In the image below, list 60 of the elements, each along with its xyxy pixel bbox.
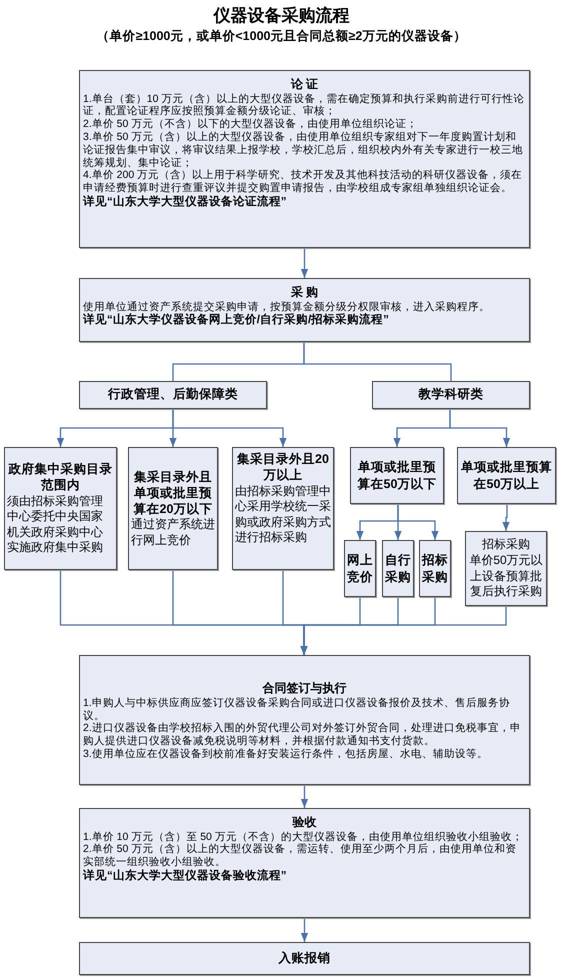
box-text: 2.单价 50 万元（不含）以下的大型仪器设备，由使用单位组织论证； — [83, 118, 418, 131]
option-box — [419, 540, 451, 597]
box-text: 3.使用单位应在仪器设备到校前准备好安装运行条件，包括房屋、水电、辅助设等。 — [83, 748, 489, 761]
box-text: 3.单价 50 万元（含）以上的大型仪器设备，由使用单位组织专家组对下一年度购置计划和论证报告集中审议，将审议结果上报学校，学校汇总后，组织校内外有关专家进行一校三地统筹规划、集中论证； — [83, 131, 524, 169]
box-text: 由招标采购管理中心采用学校统一采购或政府采购方式进行招标采购 — [235, 484, 331, 546]
box-heading: 政府集中采购目录范围内 — [7, 461, 114, 494]
process-box — [79, 70, 530, 248]
box-text: 详见“山东大学大型仪器设备论证流程” — [83, 195, 288, 210]
arrow — [300, 785, 308, 808]
box-text: 详见“山东大学大型仪器设备验收流程” — [83, 869, 288, 884]
option-box — [128, 447, 218, 570]
box-text: 详见“山东大学仪器设备网上竞价/自行采购/招标采购流程” — [83, 313, 390, 328]
box-heading: 合同签订与执行 — [262, 681, 348, 696]
arrow — [449, 409, 510, 447]
process-box — [79, 278, 530, 342]
arrow — [300, 248, 308, 278]
arrow — [300, 918, 308, 942]
arrow — [300, 606, 507, 655]
box-text: 使用单位通过资产系统提交采购申请，按预算金额分级分权限审核，进入采购程序。 — [83, 300, 491, 313]
box-text: 招标采购 — [481, 537, 531, 553]
box-heading: 采 购 — [290, 285, 320, 300]
option-box — [232, 447, 334, 570]
option-box — [4, 447, 117, 570]
box-heading: 论 证 — [290, 77, 320, 92]
option-box — [344, 540, 376, 597]
box-text: 4.单价 200 万元（含）以上用于科学研究、技术开发及其他科技活动的科研仪器设备，须在申请经费预算时进行查重评议并提交购置申请报告，由学校组成专家组单独组织论证会。 — [83, 169, 524, 195]
arrow — [172, 409, 287, 447]
option-box — [350, 447, 444, 504]
box-label: 单项或批里预算在50万以上 — [460, 459, 553, 492]
box-label: 网上竞价 — [346, 552, 374, 585]
box-text: 1.单价 10 万元（含）至 50 万元（不含）的大型仪器设备，由使用单位组织验收小组验收； — [83, 830, 524, 843]
title: 仪器设备采购流程 — [212, 5, 350, 27]
box-heading: 集采目录外且单项或批里预算在20万以下 — [132, 468, 214, 518]
option-box — [382, 540, 414, 597]
process-box — [79, 942, 530, 975]
process-box — [79, 808, 530, 918]
box-text: 2.单价 50 万元（含）以上的大型仪器设备，需运转、使用至少两个月后，由使用单位和资实部统一组织验收小组验收。 — [83, 843, 518, 869]
box-text: 2.进口仪器设备由学校招标入围的外贸代理公司对外签订外贸合同，处理进口免税事宜，申购人提供进口仪器设备减免税说明等材料，并根据付款通知书支付货款。 — [83, 722, 522, 748]
box-heading: 集采目录外且20万以上 — [236, 451, 330, 484]
category-box — [372, 381, 530, 409]
box-label: 招标采购 — [420, 552, 449, 585]
box-text: 1.单台（套）10 万元（含）以上的大型仪器设备，需在确定预算和执行采购前进行可行性论证，配置论证程序应按照预算金额分级论证、审核； — [83, 92, 526, 118]
box-text: 通过资产系统进行网上竞价 — [131, 517, 215, 548]
category-box — [79, 381, 267, 409]
box-label: 教学科研类 — [417, 387, 484, 403]
subtitle: （单价≥1000元，或单价<1000元且合同总额≥2万元的仪器设备） — [96, 28, 468, 45]
box-label: 入账报销 — [277, 950, 332, 966]
box-text: 1.申购人与中标供应商应签订仪器设备采购合同或进口仪器设备报价及技术、售后服务协议。 — [83, 696, 511, 722]
box-label: 单项或批里预算在50万以下 — [356, 459, 438, 492]
box-text: 单价50万元以上设备预算批复后执行采购 — [468, 552, 544, 600]
option-box — [465, 531, 547, 606]
option-box — [457, 447, 556, 504]
box-text: 须由招标采购管理中心委托中央国家机关政府采购中心实施政府集中采购 — [7, 494, 104, 556]
box-label: 自行采购 — [384, 552, 412, 585]
box-label: 行政管理、后勤保障类 — [106, 387, 239, 403]
box-heading: 验收 — [291, 815, 318, 830]
arrow — [397, 504, 439, 540]
connector-line — [303, 342, 452, 381]
arrow — [502, 504, 510, 531]
process-box — [79, 655, 530, 785]
